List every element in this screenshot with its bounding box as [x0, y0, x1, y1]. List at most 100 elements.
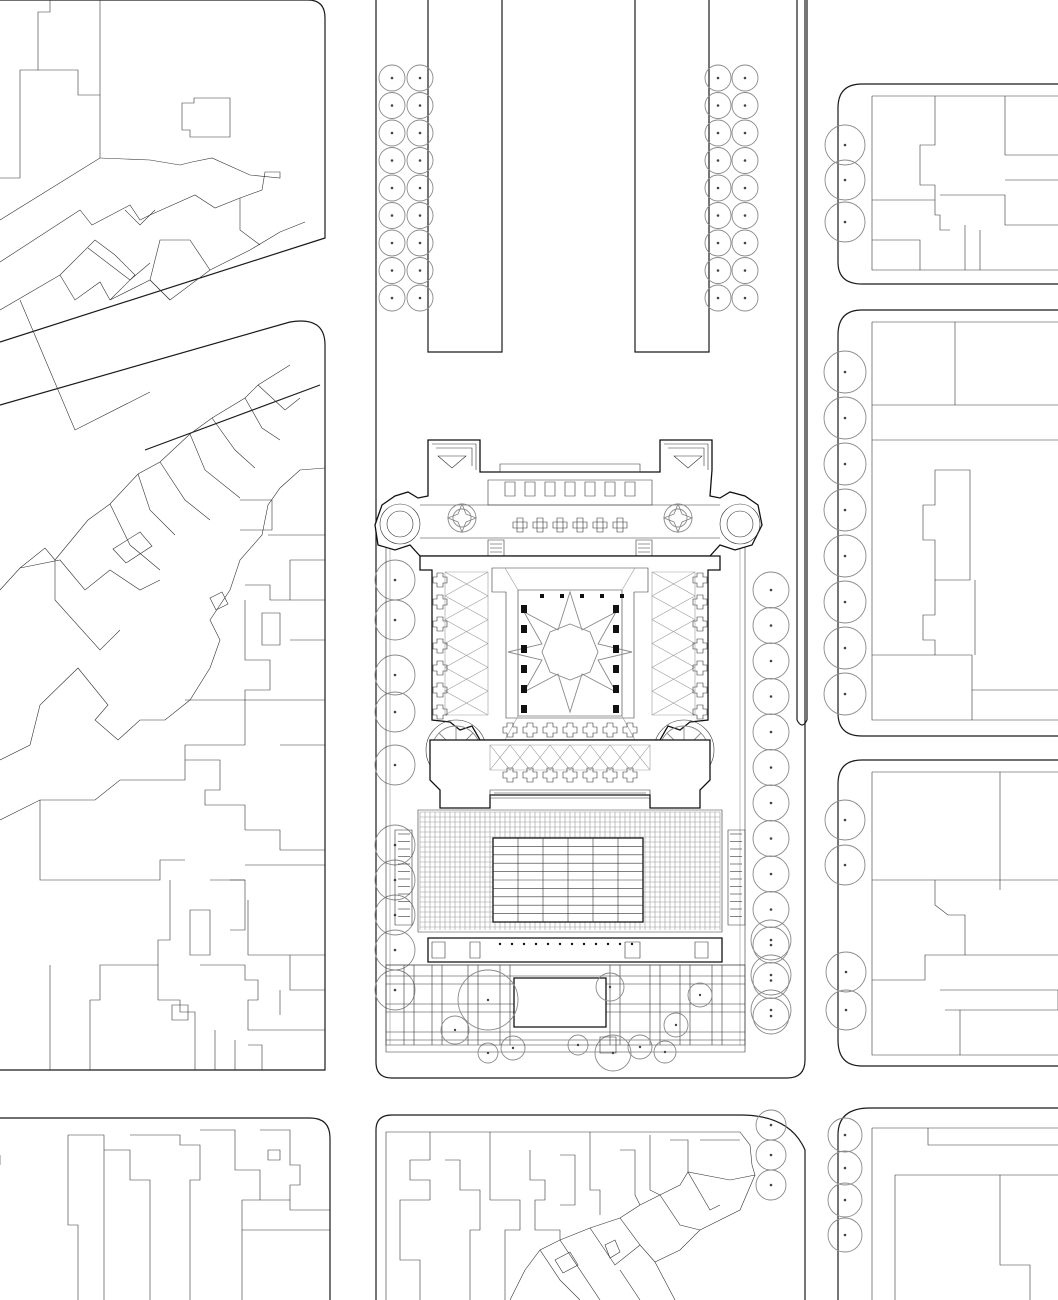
tree — [752, 678, 790, 715]
tree-trunk — [769, 1123, 773, 1127]
tree — [752, 607, 790, 644]
column — [613, 705, 619, 713]
tree — [731, 229, 759, 257]
tree — [827, 1182, 863, 1218]
entrance-piers — [504, 481, 636, 533]
tree-trunk — [843, 554, 847, 558]
column — [560, 594, 564, 598]
tree-trunk — [769, 695, 773, 698]
side-piers — [432, 572, 708, 720]
tree — [687, 982, 713, 1008]
parcels-east — [871, 95, 1058, 1300]
tree — [406, 257, 434, 284]
tree — [378, 257, 406, 284]
tree-trunk — [716, 159, 720, 162]
pier — [584, 481, 596, 497]
tree — [752, 820, 790, 857]
vault-line — [651, 667, 696, 692]
tree — [704, 119, 732, 147]
tree — [752, 891, 790, 928]
tree-trunk — [486, 1051, 490, 1055]
tree — [823, 626, 867, 670]
tree-trunk — [698, 993, 702, 997]
column-dot — [630, 942, 634, 946]
column — [613, 645, 619, 653]
pier — [502, 722, 518, 738]
tree — [824, 799, 866, 841]
tree-trunk — [390, 186, 394, 190]
column-dot — [618, 942, 622, 946]
tree — [823, 442, 867, 486]
tree-trunk — [843, 1233, 847, 1237]
tree-trunk — [418, 131, 422, 135]
tree-trunk — [843, 600, 847, 604]
tree-trunk — [843, 416, 847, 420]
tree — [374, 691, 416, 733]
tree-trunk — [843, 818, 847, 822]
tree — [378, 174, 406, 202]
tree — [704, 284, 732, 312]
tree — [825, 989, 867, 1031]
tree — [752, 713, 790, 751]
tree-trunk — [716, 186, 720, 190]
tree-trunk — [390, 131, 394, 135]
tree-trunk — [638, 1045, 642, 1049]
tree — [374, 654, 416, 696]
tree-trunk — [769, 1014, 773, 1018]
tree-trunk — [393, 673, 397, 677]
tree-trunk — [393, 618, 397, 622]
tree — [823, 534, 867, 578]
tree-trunk — [769, 1008, 773, 1012]
tree — [752, 962, 790, 999]
tree — [731, 64, 759, 92]
vault-line — [549, 744, 571, 771]
tree-trunk — [843, 220, 847, 224]
tree — [731, 147, 759, 174]
tree-trunk — [716, 76, 720, 80]
tree-trunk — [769, 1183, 773, 1187]
tree-trunk — [769, 730, 773, 734]
tree — [827, 1117, 863, 1153]
tree-trunk — [743, 159, 747, 162]
tree-trunk — [716, 241, 720, 245]
vault-line — [651, 690, 696, 716]
tree-trunk — [843, 508, 847, 512]
tree-trunk — [390, 241, 394, 245]
pier — [562, 767, 578, 783]
tree — [731, 284, 759, 312]
pier — [502, 767, 518, 783]
vault-line — [569, 744, 591, 771]
pier — [504, 481, 516, 497]
column — [521, 705, 527, 713]
tree — [731, 119, 759, 147]
pier — [692, 572, 708, 588]
garden-trees — [440, 969, 713, 1072]
parcels-south-center — [385, 1131, 756, 1300]
south-arcade-vaults — [489, 744, 651, 771]
tree — [752, 926, 790, 964]
tree — [374, 744, 416, 786]
tree-trunk — [769, 938, 773, 942]
tree — [374, 969, 416, 1011]
tree — [378, 119, 406, 147]
tree-trunk — [743, 214, 747, 217]
tree — [704, 229, 732, 257]
tree-trunk — [743, 241, 747, 245]
tree — [823, 488, 867, 532]
pier — [542, 767, 558, 783]
tree-trunk — [843, 863, 847, 867]
column-dot — [570, 942, 574, 946]
pier — [624, 481, 636, 497]
tree — [823, 396, 867, 440]
column — [620, 594, 624, 598]
column — [613, 685, 619, 693]
tree-trunk — [844, 970, 848, 974]
tree-trunk — [716, 269, 720, 272]
column — [521, 605, 527, 613]
tree-trunk — [390, 76, 394, 80]
vault-line — [444, 595, 489, 620]
tree — [752, 642, 790, 680]
tree-trunk — [716, 131, 720, 135]
